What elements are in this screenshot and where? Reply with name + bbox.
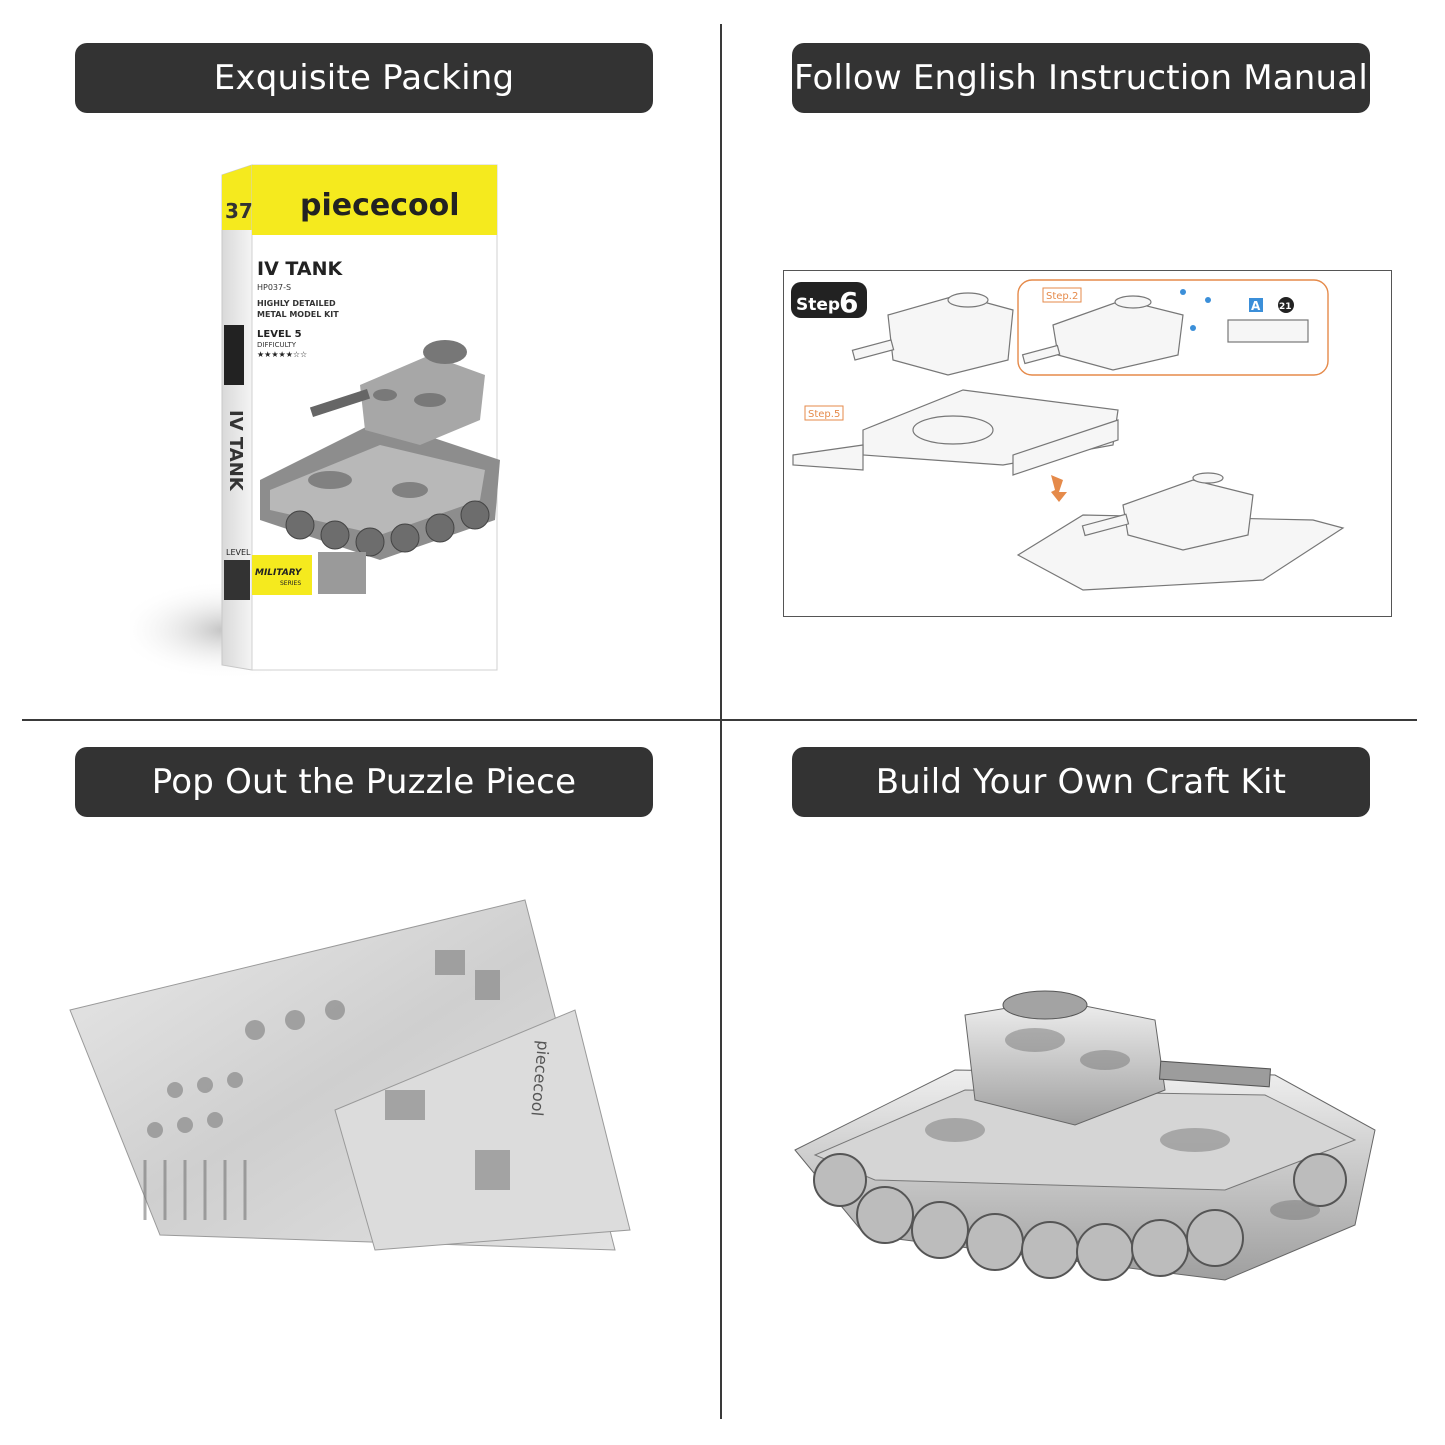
metal-sheet-front [334, 1009, 631, 1251]
panel-title-text: Build Your Own Craft Kit [875, 762, 1287, 802]
panel-title-manual: Follow English Instruction Manual [792, 43, 1370, 113]
metal-sheets-image: piececool [69, 899, 631, 1251]
box-number: 37 [225, 199, 253, 223]
panel-title-text: Exquisite Packing [213, 58, 515, 98]
instruction-manual-image: Step 6 Step.2 A 21 Step.5 [783, 270, 1392, 617]
manual-ref-step2: Step.2 [1046, 291, 1078, 302]
product-box-image: 37 IV TANK LEVEL 5 piececool IV TANK HP0… [130, 164, 500, 680]
panel-title-craft: Build Your Own Craft Kit [792, 747, 1370, 817]
panel-title-puzzle: Pop Out the Puzzle Piece [75, 747, 653, 817]
manual-ref-step5: Step.5 [808, 409, 840, 420]
box-difficulty: DIFFICULTY [257, 341, 297, 349]
tank-wheels [813, 1153, 1347, 1281]
box-spine-level: LEVEL 5 [226, 548, 258, 557]
assembled-tank-image [794, 990, 1376, 1281]
box-series-1: MILITARY [255, 568, 303, 578]
manual-part-letter: A [1251, 299, 1261, 313]
vertical-divider [720, 24, 722, 1419]
manual-part-number: 21 [1279, 302, 1292, 312]
box-brand: piececool [300, 188, 460, 223]
panel-title-text: Pop Out the Puzzle Piece [151, 762, 577, 802]
box-model: IV TANK [257, 258, 343, 280]
tank-turret [964, 990, 1272, 1126]
box-stars: ★★★★★☆☆ [257, 350, 307, 359]
box-code: HP037-S [257, 283, 291, 292]
panel-title-packing: Exquisite Packing [75, 43, 653, 113]
horizontal-divider [22, 719, 1417, 721]
box-tank-illustration [260, 340, 500, 560]
box-series-2: SERIES [280, 580, 301, 587]
box-desc-2: METAL MODEL KIT [257, 310, 339, 319]
panel-title-text: Follow English Instruction Manual [794, 58, 1368, 98]
manual-step-number: 6 [839, 286, 858, 319]
manual-step-word: Step [796, 295, 840, 315]
box-spine-title: IV TANK [225, 410, 246, 492]
box-desc-1: HIGHLY DETAILED [257, 299, 336, 308]
box-level: LEVEL 5 [257, 329, 302, 340]
